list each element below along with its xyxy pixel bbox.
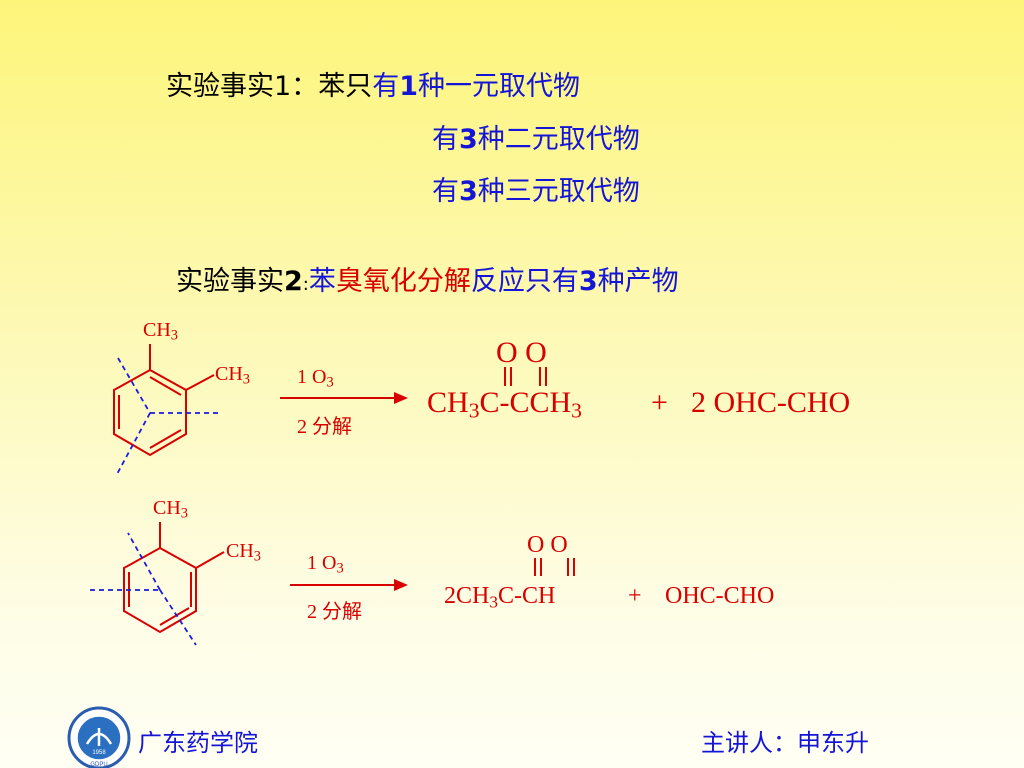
fact2-label: 实验事实 <box>176 266 284 297</box>
fact1-item3-pre: 有 <box>432 176 459 207</box>
fact2-num: 2 <box>284 266 303 297</box>
fact1-item2-num: 3 <box>459 124 478 155</box>
fact1-lead: 苯只 <box>318 71 373 102</box>
carbonyl-double-bonds-1 <box>504 367 547 386</box>
r1-carbonyl-oxygens: O O <box>496 336 547 369</box>
fact2-colon: : <box>302 274 309 295</box>
r1-product-glyoxal: 2 OHC-CHO <box>691 386 851 419</box>
reaction-arrow-2 <box>290 579 408 591</box>
benzene-ring-2 <box>123 522 225 634</box>
logo-year: 1958 <box>92 750 106 756</box>
fact1-label: 实验事实1： <box>166 71 319 102</box>
fact2-part3: 反应只有 <box>470 266 579 297</box>
school-logo: 1958 GDPU <box>67 706 131 768</box>
r2-carbonyl-oxygens: O O <box>527 532 568 558</box>
r2-reagent-step2: 2 分解 <box>307 601 362 623</box>
r2-plus: + <box>628 583 642 609</box>
carbonyl-double-bonds-2 <box>534 558 575 576</box>
fact1-line3: 有3种三元取代物 <box>432 178 640 205</box>
r2-ch3-top: CH3 <box>153 497 188 522</box>
r2-product-ketoaldehyde: 2CH3C-CH <box>444 583 556 612</box>
r1-ch3-top: CH3 <box>143 319 178 344</box>
fact1-item2-post: 种二元取代物 <box>477 124 640 155</box>
r1-ch3-side: CH3 <box>215 363 250 388</box>
fact1-line1: 实验事实1：苯只有1种一元取代物 <box>166 73 580 100</box>
cleavage-lines-1 <box>115 357 222 477</box>
r1-reagent-step2: 2 分解 <box>297 416 352 438</box>
cleavage-lines-2 <box>90 532 197 646</box>
r1-product-diketone: CH3C-CCH3 <box>427 386 582 423</box>
r2-reagent-step1: 1 O3 <box>307 552 344 577</box>
fact1-item1-pre: 有 <box>372 71 400 102</box>
footer-school-name: 广东药学院 <box>138 729 258 757</box>
fact1-item2-pre: 有 <box>432 124 459 155</box>
fact1-item3-num: 3 <box>459 176 478 207</box>
fact2-part4: 种产物 <box>597 266 679 297</box>
fact2-num2: 3 <box>578 266 598 297</box>
fact2-line: 实验事实2:苯臭氧化分解反应只有3种产物 <box>176 268 679 295</box>
fact2-part2: 臭氧化分解 <box>335 266 471 297</box>
fact1-item1-num: 1 <box>399 71 418 102</box>
benzene-ring-1 <box>113 344 215 457</box>
fact1-line2: 有3种二元取代物 <box>432 126 640 153</box>
r2-ch3-side: CH3 <box>226 540 261 565</box>
fact2-part1: 苯 <box>308 266 336 297</box>
fact1-item3-post: 种三元取代物 <box>477 176 640 207</box>
r1-reagent-step1: 1 O3 <box>297 366 334 391</box>
reaction-arrow-1 <box>280 392 408 404</box>
footer-speaker: 主讲人：申东升 <box>701 729 869 757</box>
r2-product-glyoxal: OHC-CHO <box>665 583 775 609</box>
logo-text: GDPU <box>90 762 107 768</box>
r1-plus: + <box>651 386 668 419</box>
fact1-item1-post: 种一元取代物 <box>417 71 580 102</box>
